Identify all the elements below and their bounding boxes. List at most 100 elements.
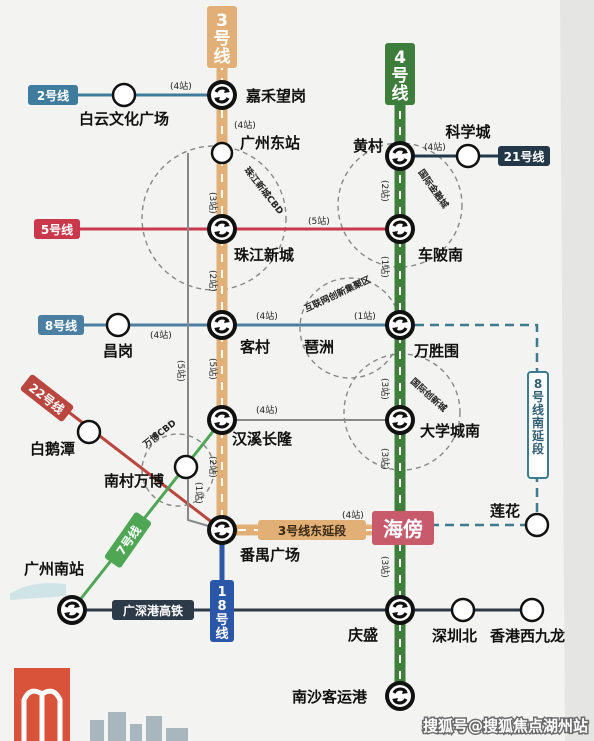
train-illustration: [10, 583, 66, 600]
count-haibang-qs: (3站): [379, 556, 391, 578]
station-labels: 嘉禾望岗 白云文化广场 广州东站 黄村 科学城 珠江新城 车陂南 昌岗 客村 琶…: [24, 87, 565, 706]
label-hanxichanglong[interactable]: 汉溪长隆: [232, 430, 293, 448]
label-changgang[interactable]: 昌岗: [103, 342, 133, 360]
tag-line-5[interactable]: 5号线: [34, 219, 80, 239]
skyline-illustration: [90, 712, 188, 741]
label-kexuecheng[interactable]: 科学城: [445, 123, 490, 141]
count-jh-baiyun: (4站): [170, 80, 192, 92]
transfer-icon-kecun[interactable]: [205, 308, 239, 342]
transfer-icon-zhujiangxincheng[interactable]: [205, 212, 239, 246]
count-gzd-zjxc: (3站): [207, 192, 219, 214]
svg-text:5号线: 5号线: [41, 222, 73, 237]
transfer-icon-jiahewanggang[interactable]: [205, 78, 239, 112]
svg-text:海傍: 海傍: [383, 517, 423, 541]
count-pygc-haibang: (4站): [342, 509, 364, 521]
tag-line-21[interactable]: 21号线: [498, 146, 550, 166]
count-kc-pz: (4站): [256, 310, 278, 322]
transfer-icon-wanshengwei[interactable]: [383, 308, 417, 342]
count-cbn-wsw: (1站): [379, 256, 391, 278]
haibang-station[interactable]: 海傍: [372, 511, 434, 545]
label-nanshakeyungang[interactable]: 南沙客运港: [292, 688, 368, 706]
station-dot-baiyunwenhua[interactable]: [111, 82, 137, 108]
label-pazhou[interactable]: 琶洲: [304, 338, 334, 356]
transfer-icon-daxuechengnan[interactable]: [383, 403, 417, 437]
count-hc-kxc: (4站): [424, 141, 446, 153]
tag-hsr[interactable]: 广深港高铁: [112, 600, 194, 620]
label-daxuechengnan[interactable]: 大学城南: [420, 422, 480, 440]
label-guangzhoudong[interactable]: 广州东站: [240, 134, 300, 152]
svg-text:2号线: 2号线: [37, 88, 69, 103]
label-baietan[interactable]: 白鹅潭: [30, 440, 75, 458]
line-22: [39, 388, 223, 532]
label-zhujiangxincheng[interactable]: 珠江新城: [234, 246, 294, 264]
label-wanshengwei[interactable]: 万胜围: [413, 342, 459, 360]
label-jiahewanggang[interactable]: 嘉禾望岗: [245, 87, 306, 105]
line-7: [70, 419, 224, 611]
transfer-icon-nanshakeyungang[interactable]: [383, 679, 417, 713]
label-chebeinan[interactable]: 车陂南: [418, 246, 463, 264]
stop-counts: (4站) (4站) (3站) (5站) (4站) (2站) (2站) (1站) …: [150, 80, 446, 578]
svg-text:21号线: 21号线: [504, 149, 545, 164]
count-hxcl-pygc: (2站): [207, 456, 219, 478]
label-shenzhenbei[interactable]: 深圳北: [432, 627, 477, 645]
count-hxcl-dxcn: (4站): [256, 404, 278, 416]
label-qingsheng[interactable]: 庆盛: [348, 626, 378, 644]
count-gzd-pygc: (5站): [175, 360, 187, 382]
right-edge-shadow: [560, 0, 594, 741]
svg-text:3号线东延段: 3号线东延段: [278, 523, 347, 538]
station-dot-kexuecheng[interactable]: [455, 143, 481, 169]
station-dot-guangzhoudong[interactable]: [210, 141, 234, 165]
label-guangzhounan[interactable]: 广州南站: [24, 560, 84, 578]
count-nc-pygc: (1站): [193, 482, 205, 504]
svg-text:广深港高铁: 广深港高铁: [123, 603, 183, 618]
station-dot-lianhua[interactable]: [524, 512, 550, 538]
transfer-icon-panyuguangchang[interactable]: [205, 513, 239, 547]
count-zjxc-cbn: (5站): [308, 215, 330, 227]
label-kecun[interactable]: 客村: [239, 338, 270, 356]
count-kc-hxcl: (5站): [207, 358, 219, 380]
watermark: 搜狐号@搜狐焦点湖州站: [421, 716, 589, 737]
count-jh-gzd: (4站): [234, 119, 256, 131]
tag-line-8[interactable]: 8号线: [38, 315, 84, 335]
count-cg-kc: (4站): [150, 329, 172, 341]
line-8-extension: [400, 323, 539, 527]
svg-text:3号线: 3号线: [214, 11, 231, 67]
label-nancunwanbo[interactable]: 南村万博: [104, 472, 164, 490]
count-wsw-dxcn: (3站): [379, 378, 391, 400]
station-dot-shenzhenbei[interactable]: [450, 597, 476, 623]
zone-circle-zjxc: [141, 145, 287, 291]
station-dot-changgang[interactable]: [105, 312, 131, 338]
station-dot-baietan[interactable]: [76, 419, 102, 445]
svg-text:8号线: 8号线: [45, 318, 77, 333]
count-zjxc-kc: (2站): [207, 270, 219, 292]
label-huangcun[interactable]: 黄村: [353, 137, 383, 155]
transfer-icon-guangzhounan[interactable]: [55, 593, 89, 627]
label-lianhua[interactable]: 莲花: [490, 502, 520, 520]
transfer-icon-qingsheng[interactable]: [383, 593, 417, 627]
tag-line-22[interactable]: 22号线: [20, 373, 75, 422]
tag-line-2[interactable]: 2号线: [28, 85, 78, 105]
label-baiyunwenhua[interactable]: 白云文化广场: [79, 110, 169, 128]
svg-text:搜狐号@搜狐焦点湖州站: 搜狐号@搜狐焦点湖州站: [423, 717, 588, 735]
svg-text:4号线: 4号线: [392, 48, 409, 104]
transfer-icon-huangcun[interactable]: [383, 139, 417, 173]
label-panyuguangchang[interactable]: 番禺广场: [239, 546, 300, 564]
ordinary-stations: [76, 82, 550, 623]
label-hongkongxijiulong[interactable]: 香港西九龙: [490, 627, 565, 645]
count-hc-cbn: (2站): [379, 180, 391, 202]
station-dot-hongkongxijiulong[interactable]: [519, 597, 545, 623]
count-pz-wsw: (1站): [354, 310, 376, 322]
count-dxcn-haibang: (3站): [379, 448, 391, 470]
station-dot-nancunwanbo[interactable]: [173, 454, 199, 480]
tag-line-3-east-extension[interactable]: 3号线东延段: [258, 520, 366, 540]
transfer-icon-chebeinan[interactable]: [383, 212, 417, 246]
logo-mark: [14, 668, 70, 741]
